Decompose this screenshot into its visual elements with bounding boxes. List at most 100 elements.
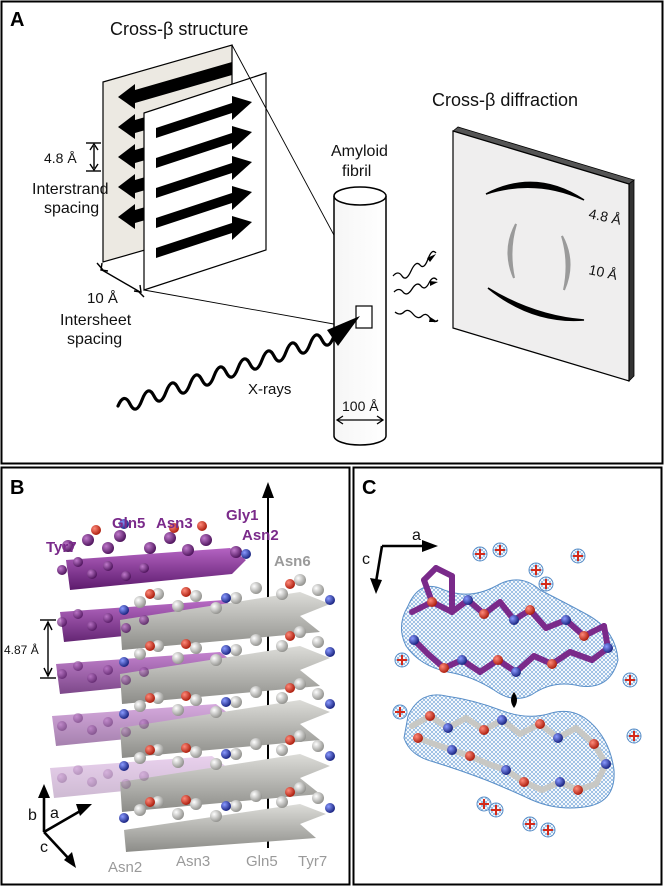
nitrogen-atom bbox=[497, 715, 507, 725]
purple-atom bbox=[62, 540, 74, 552]
purple-atom-group bbox=[73, 557, 83, 567]
fibril-axis-head bbox=[262, 482, 274, 498]
label-tyr7-bottom: Tyr7 bbox=[298, 853, 327, 870]
purple-atom-group bbox=[103, 613, 113, 623]
oxygen-atom bbox=[427, 597, 437, 607]
spacing-value-b: 4.87 Å bbox=[4, 642, 39, 657]
carbon-atom bbox=[312, 740, 324, 752]
carbon-atom bbox=[250, 738, 262, 750]
purple-atom bbox=[164, 532, 176, 544]
water-molecule bbox=[626, 728, 642, 744]
arc-48-top bbox=[485, 181, 585, 201]
panel-c-atoms bbox=[409, 565, 613, 795]
purple-atom-group bbox=[121, 675, 131, 685]
oxygen-atom bbox=[519, 777, 529, 787]
grey-sheet bbox=[120, 592, 330, 852]
purple-atom bbox=[103, 613, 113, 623]
oxygen-atom bbox=[181, 587, 191, 597]
purple-atom-group bbox=[103, 769, 113, 779]
purple-atom bbox=[73, 609, 83, 619]
purple-atom-group bbox=[87, 777, 97, 787]
carbon-atom bbox=[294, 782, 306, 794]
oxygen-atom bbox=[589, 739, 599, 749]
purple-atom-group bbox=[139, 667, 149, 677]
label-gln5-top: Gln5 bbox=[112, 515, 145, 532]
oxygen-atom bbox=[525, 605, 535, 615]
carbon-atom bbox=[312, 792, 324, 804]
purple-atom bbox=[73, 661, 83, 671]
purple-atom bbox=[114, 530, 126, 542]
label-asn2-bottom: Asn2 bbox=[108, 859, 142, 876]
nitrogen-atom bbox=[443, 723, 453, 733]
oxygen-atom bbox=[413, 733, 423, 743]
carbon-atom bbox=[172, 756, 184, 768]
panel-c-letter: C bbox=[362, 477, 376, 499]
water-molecule bbox=[492, 542, 508, 558]
purple-atom bbox=[103, 769, 113, 779]
label-gly1-top: Gly1 bbox=[226, 507, 259, 524]
purple-atom-group bbox=[87, 725, 97, 735]
nitrogen-atom bbox=[325, 751, 335, 761]
nitrogen-atom bbox=[221, 749, 231, 759]
purple-atom bbox=[57, 565, 67, 575]
arc-10-right bbox=[561, 235, 571, 291]
ring-10-label: 10 Å bbox=[587, 261, 619, 283]
purple-atom bbox=[144, 542, 156, 554]
purple-atom bbox=[57, 773, 67, 783]
water-molecule bbox=[472, 546, 488, 562]
axes-c-heads bbox=[370, 540, 438, 594]
carbon-atom bbox=[312, 584, 324, 596]
purple-atom-group bbox=[139, 615, 149, 625]
purple-atom-group bbox=[87, 621, 97, 631]
nitrogen-atom bbox=[221, 697, 231, 707]
purple-atom-group bbox=[73, 609, 83, 619]
carbon-atom bbox=[152, 588, 164, 600]
carbon-atom bbox=[276, 640, 288, 652]
carbon-atom bbox=[210, 602, 222, 614]
label-asn3-top: Asn3 bbox=[156, 515, 193, 532]
nitrogen-atom bbox=[221, 593, 231, 603]
xrays-label: X-rays bbox=[248, 381, 291, 398]
purple-atom-group bbox=[73, 661, 83, 671]
carbon-atom bbox=[230, 748, 242, 760]
oxygen-atom bbox=[439, 663, 449, 673]
zoom-line-bottom bbox=[143, 289, 357, 329]
purple-atom bbox=[139, 719, 149, 729]
carbon-atom bbox=[152, 640, 164, 652]
axes-b-heads bbox=[38, 784, 92, 868]
purple-atom-group bbox=[121, 727, 131, 737]
panel-c: C a c bbox=[352, 466, 663, 886]
label-asn3-bottom: Asn3 bbox=[176, 853, 210, 870]
xray-arrowhead bbox=[327, 316, 360, 346]
purple-atom-group bbox=[121, 779, 131, 789]
purple-atom-group bbox=[87, 569, 97, 579]
purple-atom-group bbox=[57, 773, 67, 783]
oxygen-atom bbox=[465, 751, 475, 761]
nitrogen-atom bbox=[119, 519, 129, 529]
purple-atom bbox=[182, 544, 194, 556]
purple-atom-group bbox=[57, 565, 67, 575]
purple-atom bbox=[200, 534, 212, 546]
label-gln5-bottom: Gln5 bbox=[246, 853, 278, 870]
carbon-atom bbox=[294, 730, 306, 742]
purple-atom bbox=[139, 771, 149, 781]
oxygen-atom bbox=[169, 523, 179, 533]
carbon-atom bbox=[210, 706, 222, 718]
carbon-atom bbox=[134, 752, 146, 764]
purple-atom-group bbox=[103, 717, 113, 727]
fibril-diameter-dimension bbox=[335, 415, 385, 425]
oxygen-atom bbox=[181, 691, 191, 701]
carbon-atom bbox=[230, 696, 242, 708]
diffraction-detector bbox=[452, 126, 635, 382]
purple-atom-group bbox=[103, 665, 113, 675]
fibril-diameter: 100 Å bbox=[342, 398, 379, 414]
nitrogen-atom bbox=[409, 635, 419, 645]
ring-48-label: 4.8 Å bbox=[587, 205, 623, 228]
carbon-atom bbox=[190, 694, 202, 706]
purple-atom-group bbox=[73, 765, 83, 775]
arc-48-bottom bbox=[487, 287, 585, 322]
panel-b-letter: B bbox=[10, 477, 24, 499]
xray-wave bbox=[116, 333, 336, 411]
carbon-atom bbox=[250, 582, 262, 594]
oxygen-atom bbox=[197, 521, 207, 531]
